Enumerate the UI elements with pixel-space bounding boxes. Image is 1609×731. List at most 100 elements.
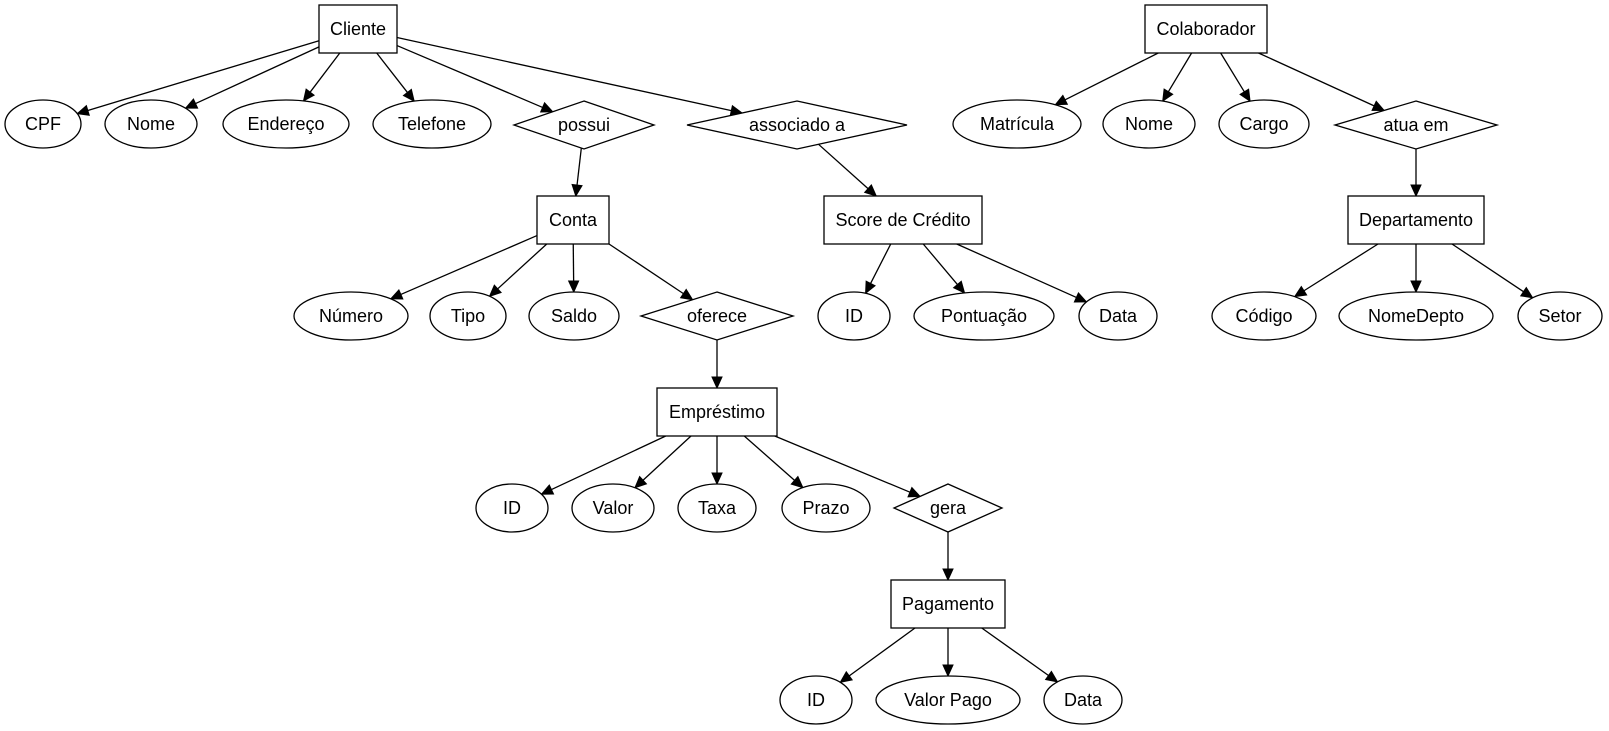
attribute-ellipse [875,675,1021,725]
attribute-nomedepto: NomeDepto [1338,291,1494,341]
arrowhead-icon [1293,285,1308,298]
attribute-label: Valor [593,498,634,518]
entity-pagamento: Pagamento [890,579,1006,629]
attribute-setor: Setor [1517,291,1603,341]
relationship-diamond [892,483,1004,533]
arrowhead-icon [1162,88,1174,103]
relationship-label: atua em [1383,115,1448,135]
arrowhead-icon [540,484,555,495]
entity-label: Score de Crédito [835,210,970,230]
connector-line [396,36,732,112]
attribute-label: Endereço [247,114,324,134]
attribute-ellipse [104,99,198,149]
relationship-label: oferece [687,306,747,326]
relationship-gera: gera [892,483,1004,533]
arrowhead-icon [402,88,415,103]
attribute-ellipse [1043,675,1123,725]
connector-line [551,435,667,491]
relationship-diamond [638,291,796,341]
arrowhead-icon [790,475,804,489]
edge-cliente-possui [396,44,554,113]
attribute-label: Prazo [802,498,849,518]
attribute-label: Data [1064,690,1103,710]
attribute-label: Data [1099,306,1138,326]
attribute-label: Código [1235,306,1292,326]
attribute-label: Taxa [698,498,737,518]
attribute-valor: Valor [571,483,655,533]
entity-label: Empréstimo [669,402,765,422]
arrowhead-icon [711,376,723,390]
arrowhead-icon [711,472,723,486]
connector-line [376,52,408,93]
attribute-label: Matrícula [980,114,1055,134]
connector-line [818,143,869,190]
entity-label: Conta [549,210,598,230]
connector-line [1451,243,1524,293]
entity-box [656,387,778,437]
connector-line [922,243,958,285]
entity-colaborador: Colaborador [1144,4,1268,54]
entity-box [1144,4,1268,54]
edge-emprestimo-id_emp [540,435,667,495]
attribute-codigo: Código [1211,291,1317,341]
arrowhead-icon [571,183,583,198]
edge-cliente-telefone [376,52,415,103]
arrowhead-icon [952,280,966,294]
arrowhead-icon [1371,100,1386,111]
edge-conta-tipo [488,243,548,298]
attribute-ellipse [779,675,853,725]
connector-line [309,52,341,93]
attribute-label: Nome [127,114,175,134]
edge-pagamento-valor_pago [942,628,954,678]
entity-box [1347,195,1485,245]
relationship-label: gera [930,498,967,518]
attribute-label: ID [503,498,521,518]
entity-score: Score de Crédito [823,195,983,245]
edge-departamento-setor [1451,243,1534,299]
relationship-label: associado a [749,115,846,135]
attribute-label: Pontuação [941,306,1027,326]
entity-box [823,195,983,245]
attribute-ellipse [1218,99,1310,149]
attribute-matricula: Matrícula [952,99,1082,149]
attribute-ellipse [817,291,891,341]
connector-line [195,46,320,105]
arrowhead-icon [302,88,316,102]
arrowhead-icon [907,486,922,498]
connector-line [981,627,1049,677]
attribute-label: Número [319,306,383,326]
edge-score-data_score [956,243,1088,303]
edge-possui-conta [571,148,583,198]
connector-line [400,234,538,296]
entity-label: Colaborador [1156,19,1255,39]
arrowhead-icon [539,101,554,113]
attribute-numero: Número [293,291,409,341]
edge-colaborador-nome_colab [1162,52,1193,103]
edge-cliente-endereco [302,52,341,102]
attribute-ellipse [293,291,409,341]
relationship-possui: possui [511,100,657,150]
edge-associado-score [818,143,878,197]
connector-line [743,435,796,481]
edge-colaborador-matricula [1054,52,1159,106]
attribute-label: CPF [25,114,61,134]
attribute-pontuacao: Pontuação [913,291,1055,341]
attribute-ellipse [372,99,492,149]
attribute-ellipse [1338,291,1494,341]
attribute-label: ID [807,690,825,710]
edge-oferece-emprestimo [711,340,723,390]
attribute-data_pag: Data [1043,675,1123,725]
edge-cliente-nome_cliente [184,46,320,109]
entity-box [890,579,1006,629]
arrowhead-icon [1410,280,1422,294]
attribute-ellipse [677,483,757,533]
edge-conta-oferece [608,243,694,301]
entity-box [318,4,398,54]
arrowhead-icon [1410,184,1422,198]
attribute-ellipse [1078,291,1158,341]
arrowhead-icon [679,288,694,301]
relationship-diamond [686,100,908,150]
arrowhead-icon [488,284,502,298]
